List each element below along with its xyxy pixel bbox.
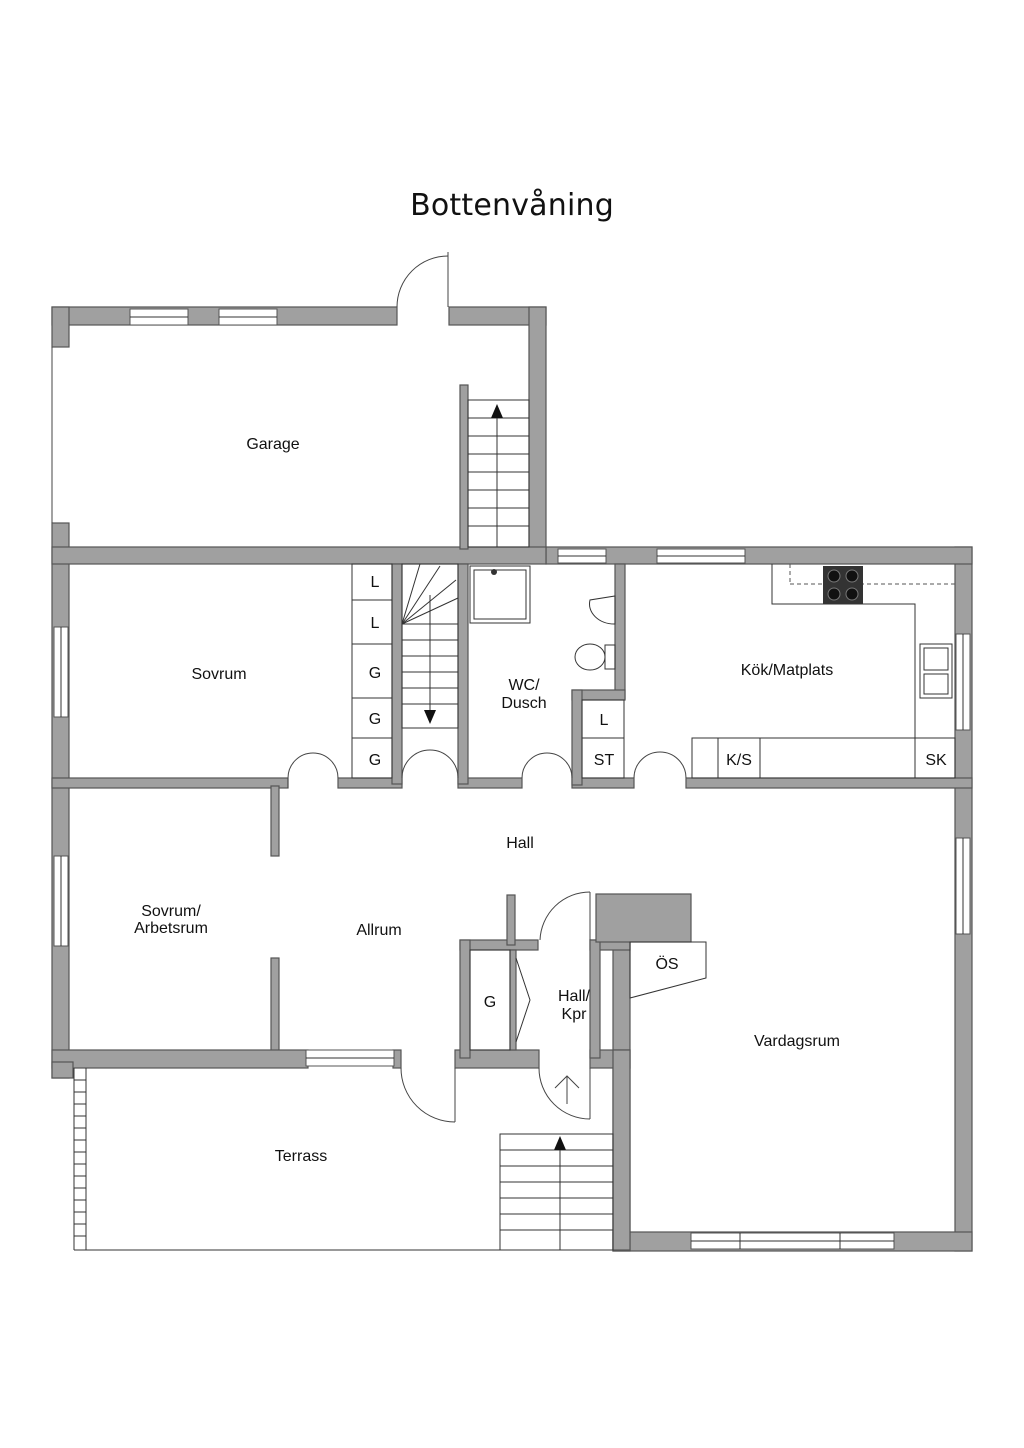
label-closet-l1: L	[371, 574, 380, 591]
label-allrum: Allrum	[356, 922, 401, 939]
label-closet-st: ST	[594, 752, 615, 769]
label-hall-g: G	[484, 994, 496, 1011]
label-sovrum: Sovrum	[191, 666, 246, 683]
label-wc-1: WC/	[508, 677, 540, 694]
wc-fixtures	[469, 565, 616, 671]
label-terrass: Terrass	[275, 1148, 327, 1165]
label-closet-g2: G	[369, 711, 381, 728]
stairs	[401, 399, 614, 1251]
label-closet-l2: L	[371, 615, 380, 632]
label-hallkpr-1: Hall/	[558, 988, 591, 1005]
label-closet-wc-l: L	[600, 712, 609, 729]
closets	[351, 563, 625, 1051]
label-vardagsrum: Vardagsrum	[754, 1033, 840, 1050]
fireplace	[629, 941, 707, 999]
label-ks: K/S	[726, 752, 752, 769]
room-labels: Garage Sovrum WC/ Dusch Kök/Matplats Hal…	[134, 436, 840, 1165]
label-hall: Hall	[506, 835, 534, 852]
kitchen-fixtures	[691, 564, 956, 779]
label-kok: Kök/Matplats	[741, 662, 833, 679]
interior-walls	[51, 384, 973, 1251]
doors	[51, 252, 687, 1123]
label-closet-g1: G	[369, 665, 381, 682]
label-os: ÖS	[655, 955, 678, 973]
terrace-railing	[73, 1068, 613, 1251]
label-wc-2: Dusch	[501, 695, 546, 712]
label-sovrum-arbetsrum-2: Arbetsrum	[134, 920, 208, 937]
label-closet-g3: G	[369, 752, 381, 769]
label-sovrum-arbetsrum-1: Sovrum/	[141, 903, 201, 920]
closet-labels: L L G G G L ST K/S SK ÖS G	[369, 574, 947, 1011]
label-garage: Garage	[246, 436, 299, 453]
label-hallkpr-2: Kpr	[562, 1006, 588, 1023]
label-sk: SK	[925, 752, 947, 769]
floor-plan-title: Bottenvåning	[410, 188, 614, 223]
windows	[53, 308, 971, 1250]
